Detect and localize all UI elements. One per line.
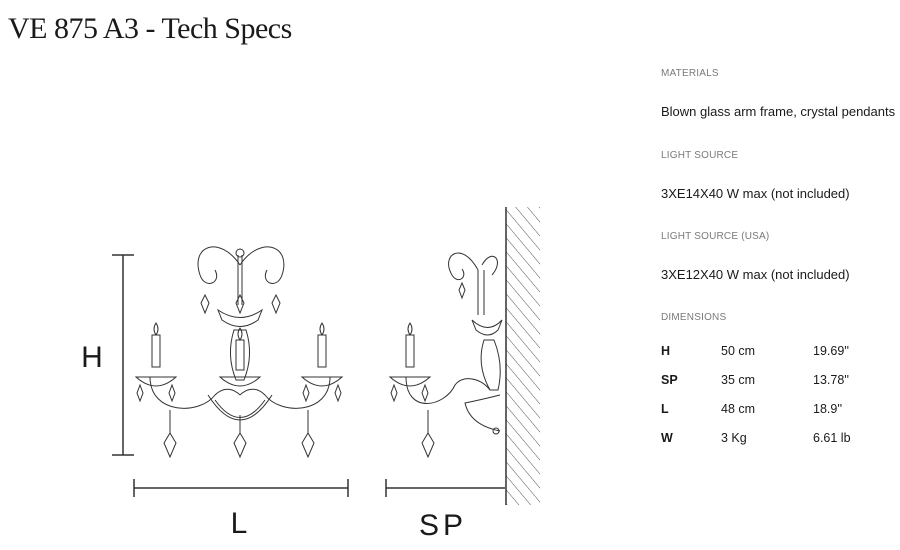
light-source-label: LIGHT SOURCE [661, 150, 739, 161]
dimensions-table: H 50 cm 19.69'' SP 35 cm 13.78'' L 48 cm… [661, 336, 883, 452]
dimension-key: L [661, 401, 669, 416]
dimension-metric: 48 cm [721, 401, 756, 416]
dimension-imperial: 19.69'' [813, 343, 850, 358]
table-row: L 48 cm 18.9'' [661, 394, 883, 423]
light-source-value: 3XE14X40 W max (not included) [661, 186, 850, 201]
table-row: SP 35 cm 13.78'' [661, 365, 883, 394]
technical-drawing: H L SP [0, 195, 540, 550]
materials-value: Blown glass arm frame, crystal pendants [661, 104, 896, 119]
projection-label: SP [419, 509, 467, 542]
side-view-sconce [388, 252, 503, 459]
table-row: H 50 cm 19.69'' [661, 336, 883, 365]
page-title: VE 875 A3 - Tech Specs [8, 12, 292, 45]
dimension-key: H [661, 343, 671, 358]
dimension-metric: 3 Kg [721, 430, 747, 445]
dimension-metric: 35 cm [721, 372, 756, 387]
dimensions-label: DIMENSIONS [661, 312, 727, 323]
dimension-key: W [661, 430, 673, 445]
drawing-svg: H L SP [81, 207, 540, 542]
dimension-imperial: 6.61 lb [813, 430, 851, 445]
dimension-imperial: 13.78'' [813, 372, 850, 387]
length-label: L [231, 507, 248, 540]
dimension-key: SP [661, 372, 678, 387]
dimension-imperial: 18.9'' [813, 401, 843, 416]
materials-label: MATERIALS [661, 68, 719, 79]
height-dimension [112, 254, 134, 456]
projection-dimension [385, 479, 505, 497]
dimension-metric: 50 cm [721, 343, 756, 358]
length-dimension [133, 479, 349, 497]
table-row: W 3 Kg 6.61 lb [661, 423, 883, 452]
front-view-sconce [134, 246, 344, 459]
light-source-usa-value: 3XE12X40 W max (not included) [661, 267, 850, 282]
wall-hatching [505, 207, 540, 505]
light-source-usa-label: LIGHT SOURCE (USA) [661, 231, 770, 242]
height-label: H [81, 341, 103, 374]
